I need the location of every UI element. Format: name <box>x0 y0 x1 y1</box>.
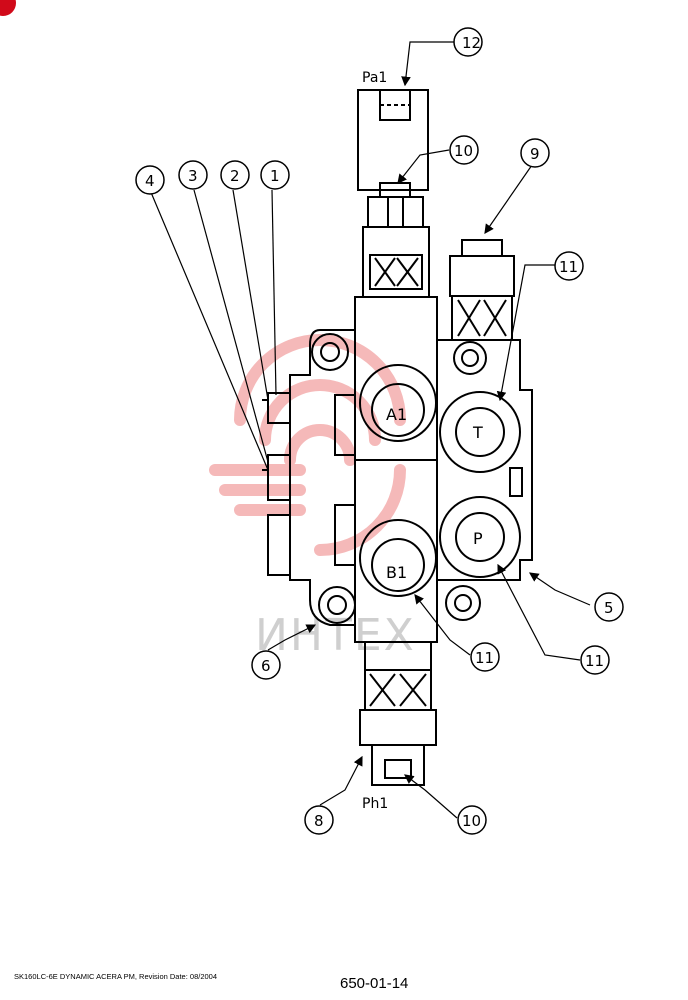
port-label-pa1: Pa1 <box>362 70 387 86</box>
left-fitting-top <box>267 392 291 424</box>
bottom-cap <box>371 744 425 786</box>
callout-1: 1 <box>270 167 280 185</box>
callout-8: 8 <box>314 812 324 830</box>
callout-11-bottom-right: 11 <box>585 652 604 670</box>
callout-10-bottom: 10 <box>462 812 481 830</box>
port-a1-outer <box>359 364 437 442</box>
callout-11-right-top: 11 <box>559 258 578 276</box>
footer-model-text: SK160LC-6E DYNAMIC ACERA PM, Revision Da… <box>14 972 218 981</box>
callout-6: 6 <box>261 657 271 675</box>
port-label-ph1: Ph1 <box>362 796 388 812</box>
callout-3: 3 <box>188 167 198 185</box>
callout-9: 9 <box>530 145 540 163</box>
right-relief-block <box>437 339 533 581</box>
port-b1-inner <box>371 538 425 592</box>
port-t-outer <box>439 391 521 473</box>
bottom-hex-section <box>364 669 432 711</box>
port-p-outer <box>439 496 521 578</box>
callout-2: 2 <box>230 167 240 185</box>
callout-5: 5 <box>604 599 614 617</box>
top-plug-nut <box>367 196 424 228</box>
watermark-text: ИНТЕХ <box>255 610 416 661</box>
port-t-inner <box>455 407 505 457</box>
corner-badge <box>0 0 16 16</box>
left-flange <box>289 329 355 626</box>
callout-12: 12 <box>462 34 481 52</box>
top-hex-section <box>362 226 430 298</box>
port-label-b1: B1 <box>386 563 407 582</box>
callout-circles <box>135 27 624 835</box>
callout-11-bottom-left: 11 <box>475 649 494 667</box>
callout-4: 4 <box>145 172 155 190</box>
port-label-p: P <box>473 529 483 548</box>
leader-lines <box>149 41 591 819</box>
relief-valve-hex <box>451 295 513 341</box>
relief-valve-nut <box>449 255 515 297</box>
port-b1-outer <box>359 519 437 597</box>
top-spool-housing <box>357 89 429 191</box>
bottom-spool-housing <box>359 709 437 746</box>
port-label-t: T <box>472 423 483 442</box>
port-p-inner <box>455 512 505 562</box>
left-fitting-mid <box>267 454 291 501</box>
port-a1-inner <box>371 383 425 437</box>
left-fitting-bottom <box>267 514 291 576</box>
watermark-logo <box>209 334 406 556</box>
footer-page-code: 650-01-14 <box>340 975 409 992</box>
port-label-a1: A1 <box>386 405 407 424</box>
callout-10-top: 10 <box>454 142 473 160</box>
